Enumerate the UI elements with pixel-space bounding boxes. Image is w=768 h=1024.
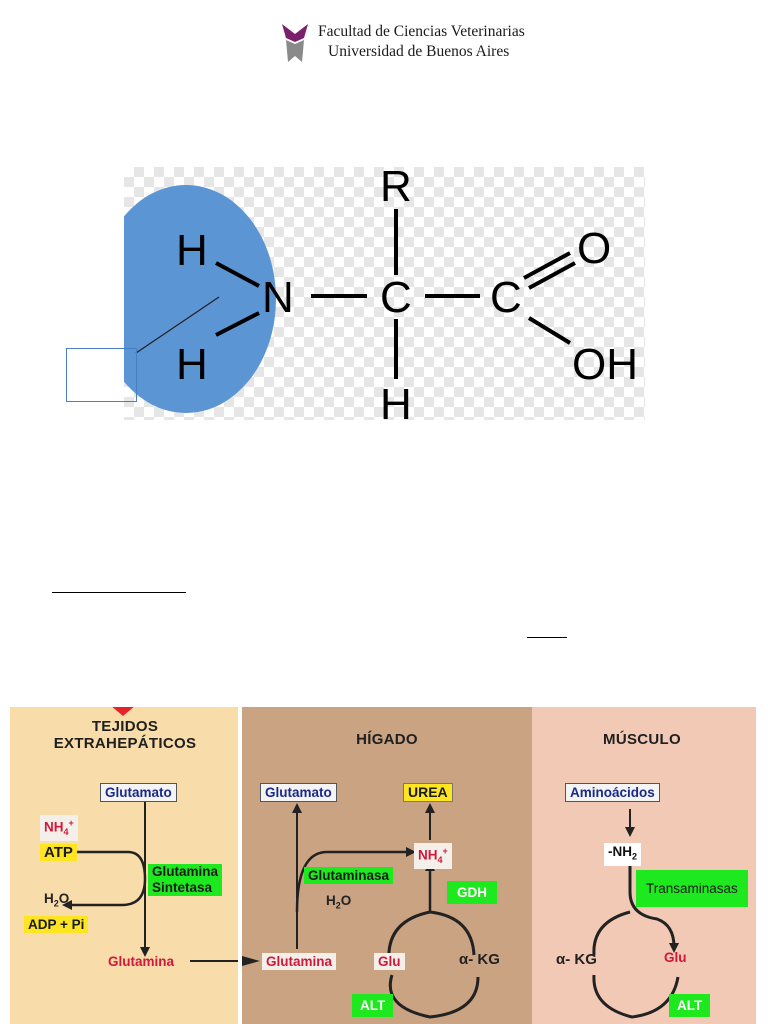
muscle-label-akg: α- KG xyxy=(556,951,597,968)
atom-h-alpha: H xyxy=(380,380,412,420)
liver-label-nh4-sub: 4 xyxy=(437,855,443,866)
label-h2o: H2O xyxy=(40,890,73,913)
blank-underline-2 xyxy=(527,637,567,638)
label-nh4-sub: 4 xyxy=(63,827,69,838)
bond-c-oh xyxy=(527,316,572,345)
bond-c-o-double-1 xyxy=(523,251,571,280)
enzyme-sintetasa-line2: Sintetasa xyxy=(152,880,213,895)
amino-group-highlight xyxy=(96,185,276,413)
enzyme-gdh: GDH xyxy=(447,881,497,904)
callout-arrow-line xyxy=(135,296,220,354)
liver-label-nh4-base: NH xyxy=(418,847,438,863)
enzyme-transaminasas: Transaminasas xyxy=(636,870,748,907)
label-glutamato: Glutamato xyxy=(100,783,177,802)
liver-label-glu: Glu xyxy=(374,953,405,970)
liver-label-h2o: H2O xyxy=(322,892,355,915)
panel-liver: HÍGADO Glutamato UREA NH4+ Glutaminasa H… xyxy=(242,707,532,1024)
liver-label-h2o-o: O xyxy=(340,893,352,908)
label-aminoacidos: Aminoácidos xyxy=(565,783,660,802)
label-glutamina: Glutamina xyxy=(108,954,175,969)
label-atp: ATP xyxy=(40,844,77,861)
university-logo-icon xyxy=(282,24,308,62)
liver-label-nh4: NH4+ xyxy=(414,843,452,870)
panel-extrahepatic: TEJIDOS EXTRAHEPÁTICOS Glutamato NH4+ AT… xyxy=(10,707,238,1024)
label-nh4-sup: + xyxy=(68,818,74,828)
atom-n: N xyxy=(262,273,294,322)
label-h2o-sub: 2 xyxy=(53,898,59,909)
liver-label-glutamina: Glutamina xyxy=(262,953,337,970)
label-nh2-base: -NH xyxy=(608,844,632,859)
liver-label-h2o-sub: 2 xyxy=(335,900,341,911)
enzyme-glutaminasa: Glutaminasa xyxy=(304,867,394,884)
liver-title: HÍGADO xyxy=(356,731,418,748)
liver-enzyme-alt: ALT xyxy=(352,994,394,1017)
enzyme-glutamina-line1: Glutamina xyxy=(152,864,219,879)
liver-label-glutamato: Glutamato xyxy=(260,783,337,802)
red-down-arrow-icon xyxy=(112,707,134,716)
atom-c-alpha: C xyxy=(380,273,412,322)
muscle-arrows xyxy=(592,809,680,1019)
liver-label-akg: α- KG xyxy=(459,951,500,968)
label-nh2: -NH2 xyxy=(604,843,642,866)
nitrogen-metabolism-figure: TEJIDOS EXTRAHEPÁTICOS Glutamato NH4+ AT… xyxy=(10,707,756,1024)
extrahepatic-title: TEJIDOS EXTRAHEPÁTICOS xyxy=(40,718,210,752)
amino-acid-structure: R H N H C C O OH H xyxy=(96,162,645,429)
liver-label-h2o-h: H xyxy=(326,893,336,908)
bond-c-o-double-2 xyxy=(528,261,576,290)
atom-h-bottom: H xyxy=(176,340,208,389)
extrahepatic-title-line1: TEJIDOS xyxy=(91,718,159,735)
extrahepatic-arrows xyxy=(62,707,238,962)
label-urea: UREA xyxy=(403,783,453,802)
liver-label-nh4-sup: + xyxy=(442,846,448,856)
extrahepatic-title-line2: EXTRAHEPÁTICOS xyxy=(53,735,197,752)
enzyme-glutamina-sintetasa: Glutamina Sintetasa xyxy=(148,864,223,896)
label-nh4-base: NH xyxy=(44,819,64,835)
panel-muscle: MÚSCULO Aminoácidos -NH2 Transaminasas α… xyxy=(532,707,756,1024)
atom-r: R xyxy=(380,167,412,211)
label-nh4: NH4+ xyxy=(40,815,78,842)
amino-acid-diagram: R H N H C C O OH H xyxy=(96,162,638,429)
header-line-1: Facultad de Ciencias Veterinarias xyxy=(318,23,525,40)
header-institution: Facultad de Ciencias Veterinarias Univer… xyxy=(318,22,525,62)
atom-h-top: H xyxy=(176,226,208,275)
atom-o: O xyxy=(577,224,611,273)
bond-h-n-top xyxy=(215,261,260,288)
callout-box xyxy=(66,348,137,402)
blank-underline-1 xyxy=(52,592,186,593)
label-h2o-o: O xyxy=(58,891,70,906)
label-adp-pi: ADP + Pi xyxy=(24,916,89,933)
label-nh2-sub: 2 xyxy=(632,851,638,862)
atom-oh: OH xyxy=(572,340,638,389)
muscle-label-glu: Glu xyxy=(664,950,687,965)
muscle-enzyme-alt: ALT xyxy=(669,994,711,1017)
atom-c-carboxyl: C xyxy=(490,273,522,322)
bond-h-n-bottom xyxy=(215,311,260,337)
liver-arrows xyxy=(242,803,480,1019)
muscle-title: MÚSCULO xyxy=(603,731,681,748)
header-line-2: Universidad de Buenos Aires xyxy=(328,43,510,60)
label-h2o-h: H xyxy=(44,891,54,906)
